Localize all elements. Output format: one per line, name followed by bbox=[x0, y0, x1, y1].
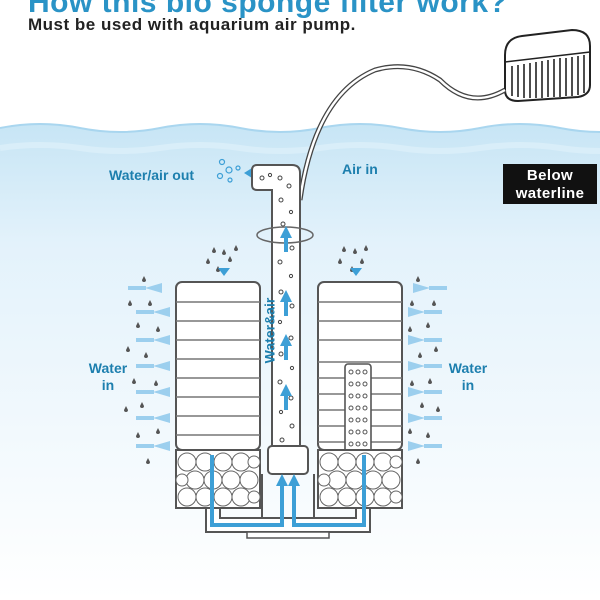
outflow-arrow-icon bbox=[244, 168, 252, 178]
water-air-tube-label: Water&air bbox=[261, 297, 278, 364]
water-air-out-label: Water/air out bbox=[109, 167, 195, 183]
below-waterline-badge: Below waterline bbox=[503, 164, 597, 204]
center-core-tube bbox=[344, 363, 372, 455]
page-subtitle: Must be used with aquarium air pump. bbox=[28, 15, 356, 34]
tube-up-arrows bbox=[280, 226, 292, 410]
air-in-label: Air in bbox=[342, 161, 378, 177]
inflow-arrows-left bbox=[128, 283, 170, 451]
top-down-arrows bbox=[218, 268, 362, 276]
water-in-left-label: Water in bbox=[88, 360, 128, 393]
tube-bubbles bbox=[259, 172, 295, 443]
right-bio-balls bbox=[317, 449, 403, 509]
water-in-right-label: Water in bbox=[448, 360, 488, 393]
air-pump-icon bbox=[504, 28, 591, 103]
left-bio-balls bbox=[175, 449, 261, 509]
base-connector bbox=[205, 445, 371, 539]
droplet-icon bbox=[124, 245, 440, 464]
inflow-arrows-right bbox=[408, 283, 447, 451]
left-sponge bbox=[175, 281, 261, 451]
base-flow-arrows bbox=[210, 455, 366, 527]
bubble-icon bbox=[216, 158, 241, 183]
page-title: How this bio sponge filter work? bbox=[28, 0, 508, 19]
